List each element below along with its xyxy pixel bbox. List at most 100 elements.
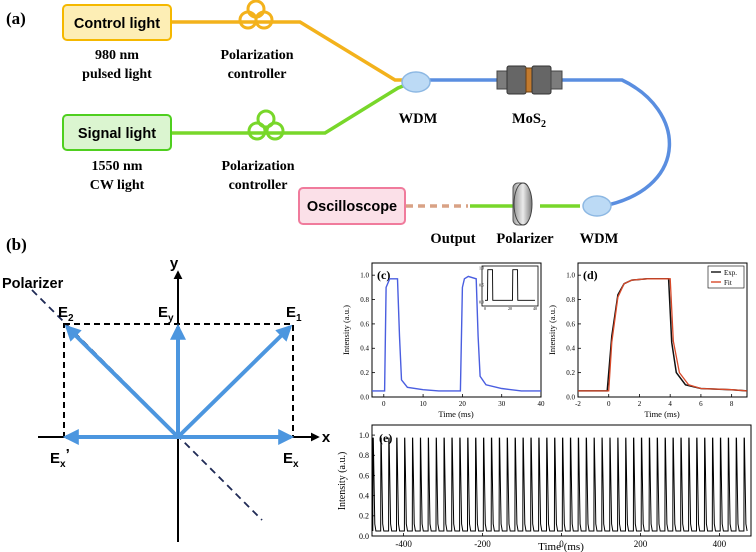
panel-c: (c) Intensity (a.u.) Time (ms) 0.0 0.2 0.4…: [341, 262, 545, 419]
panel-e: (e) Intensity (a.u.) Time (ms) 0.00.20.4…: [337, 424, 752, 552]
panel-c-inset-ytick-label: 0.0: [479, 300, 484, 305]
field-vectors: [62, 323, 295, 445]
signal-fiber: [172, 84, 404, 135]
output-label: Output: [430, 231, 475, 247]
panel-d-ylabel: Intensity (a.u.): [547, 305, 557, 355]
panel-c-label: (c): [377, 268, 390, 282]
wdm-1-label: WDM: [399, 111, 438, 127]
blue-fiber: [428, 78, 672, 207]
e2-label: E2: [58, 304, 74, 324]
ey-label: Ey: [158, 304, 174, 324]
panel-b: (b) Polarizer y x E2 Ey E1 Ex’ Ex: [2, 235, 331, 542]
pc2-label-2: controller: [229, 178, 288, 193]
panel-c-ytick-label: 0.0: [360, 393, 369, 401]
panel-d-ytick-label: 0.4: [566, 345, 575, 353]
panel-d-xtick-label: 8: [730, 400, 734, 408]
e1-label: E1: [286, 304, 302, 324]
oscilloscope-text: Oscilloscope: [307, 199, 397, 215]
panel-e-frame: [371, 424, 752, 537]
panel-d-ytick-label: 0.6: [566, 320, 575, 328]
panel-e-ytick-label: 0.2: [359, 512, 369, 521]
panel-c-inset-frame: [481, 265, 539, 307]
panel-d-xtick-label: 0: [607, 400, 611, 408]
panel-e-xtick-label: 200: [634, 539, 648, 549]
x-axis-label: x: [322, 429, 331, 446]
panel-c-inset-xtick-label: 40: [533, 306, 537, 311]
e2-vector: [64, 324, 180, 439]
y-axis-label: y: [170, 255, 179, 272]
control-light-desc-1: 980 nm: [95, 48, 139, 63]
signal-light-text: Signal light: [78, 126, 156, 142]
panel-c-inset-xtick-label: 0: [484, 306, 486, 311]
polarizer-b-label: Polarizer: [2, 276, 64, 292]
wdm-2-icon: [582, 195, 612, 217]
panel-d-ytick-label: 0.8: [566, 296, 575, 304]
panel-d-xtick-label: -2: [575, 400, 581, 408]
panel-e-xticks: -400 -200 0 200 400: [395, 533, 727, 549]
panel-d-xlabel: Time (ms): [644, 409, 680, 419]
oscilloscope-box: [298, 187, 406, 225]
polarization-controller-1-icon: [238, 0, 274, 30]
wdm-1-icon: [401, 71, 431, 93]
panel-d-label: (d): [583, 268, 598, 282]
panel-d-xtick-label: 4: [668, 400, 672, 408]
panel-d-legend: Exp. Fit: [707, 265, 745, 289]
panel-e-ytick-label: 0.8: [359, 451, 369, 460]
panel-d-fit-trace: [578, 278, 748, 392]
panel-c-ytick-label: 0.4: [360, 345, 369, 353]
panel-c-inset-ytick-label: 1.0: [479, 266, 484, 271]
panel-c-inset-ticks: 0 20 40 1.0 0.5 0.0: [479, 266, 537, 312]
panel-e-xtick-label: -400: [395, 539, 412, 549]
panel-e-ytick-label: 1.0: [359, 431, 369, 440]
control-light-text: Control light: [74, 16, 160, 32]
polarizer-icon: [512, 182, 533, 226]
panel-c-xtick-label: 30: [498, 400, 506, 408]
wdm-2-label: WDM: [580, 231, 619, 247]
legend-fit: Fit: [724, 279, 732, 287]
pc1-label-2: controller: [228, 67, 287, 82]
panel-a: (a) Control light 980 nm pulsed light Po…: [6, 0, 672, 247]
panel-c-xticks: 0 10 20 30 40: [382, 394, 545, 408]
panel-d-ytick-label: 0.0: [566, 393, 575, 401]
panel-d: (d) Intensity (a.u.) Time (ms) 0.0 0.2 0.4…: [547, 262, 748, 419]
panel-e-ytick-label: 0.0: [359, 532, 369, 541]
panel-c-xtick-label: 10: [420, 400, 428, 408]
panel-d-ytick-label: 1.0: [566, 272, 575, 280]
signal-light-box: [62, 114, 172, 151]
panel-c-yticks: 0.00.20.40.60.81.0: [360, 272, 375, 401]
panel-c-xtick-label: 0: [382, 400, 386, 408]
panel-d-ytick-label: 0.2: [566, 369, 575, 377]
panel-b-label: (b): [6, 235, 27, 254]
panel-e-pulse-train: [372, 437, 748, 532]
pc2-label-1: Polarization: [221, 159, 294, 174]
ex-label: Ex: [283, 450, 299, 470]
panel-c-inset-ytick-label: 0.5: [479, 283, 484, 288]
e1-vector: [176, 324, 293, 439]
polarization-controller-2-icon: [247, 109, 285, 141]
panel-c-ylabel: Intensity (a.u.): [341, 305, 351, 355]
panel-c-trace: [372, 275, 541, 392]
panel-c-xtick-label: 40: [538, 400, 546, 408]
panel-c-xlabel: Time (ms): [438, 409, 474, 419]
panel-c-inset-trace: [485, 269, 535, 301]
panel-c-inset-xtick-label: 20: [508, 306, 512, 311]
panel-e-ytick-label: 0.4: [359, 491, 369, 500]
panel-e-xlabel: Time (ms): [538, 541, 584, 552]
panel-e-xtick-label: 400: [713, 539, 727, 549]
panel-d-xtick-label: 6: [699, 400, 703, 408]
mos2-label: MoS2: [512, 111, 546, 130]
panel-c-ytick-label: 0.6: [360, 320, 369, 328]
panel-e-xtick-label: -200: [474, 539, 491, 549]
legend-exp: Exp.: [724, 269, 737, 277]
control-light-box: [62, 4, 172, 41]
control-fiber: [172, 20, 403, 82]
panel-e-ytick-label: 0.6: [359, 471, 369, 480]
panel-c-ytick-label: 0.2: [360, 369, 369, 377]
control-light-desc-2: pulsed light: [82, 67, 152, 82]
panel-a-label: (a): [6, 9, 26, 28]
panel-c-xtick-label: 20: [459, 400, 467, 408]
panel-e-xtick-label: 0: [559, 539, 564, 549]
ex-prime-label: Ex’: [50, 446, 70, 470]
